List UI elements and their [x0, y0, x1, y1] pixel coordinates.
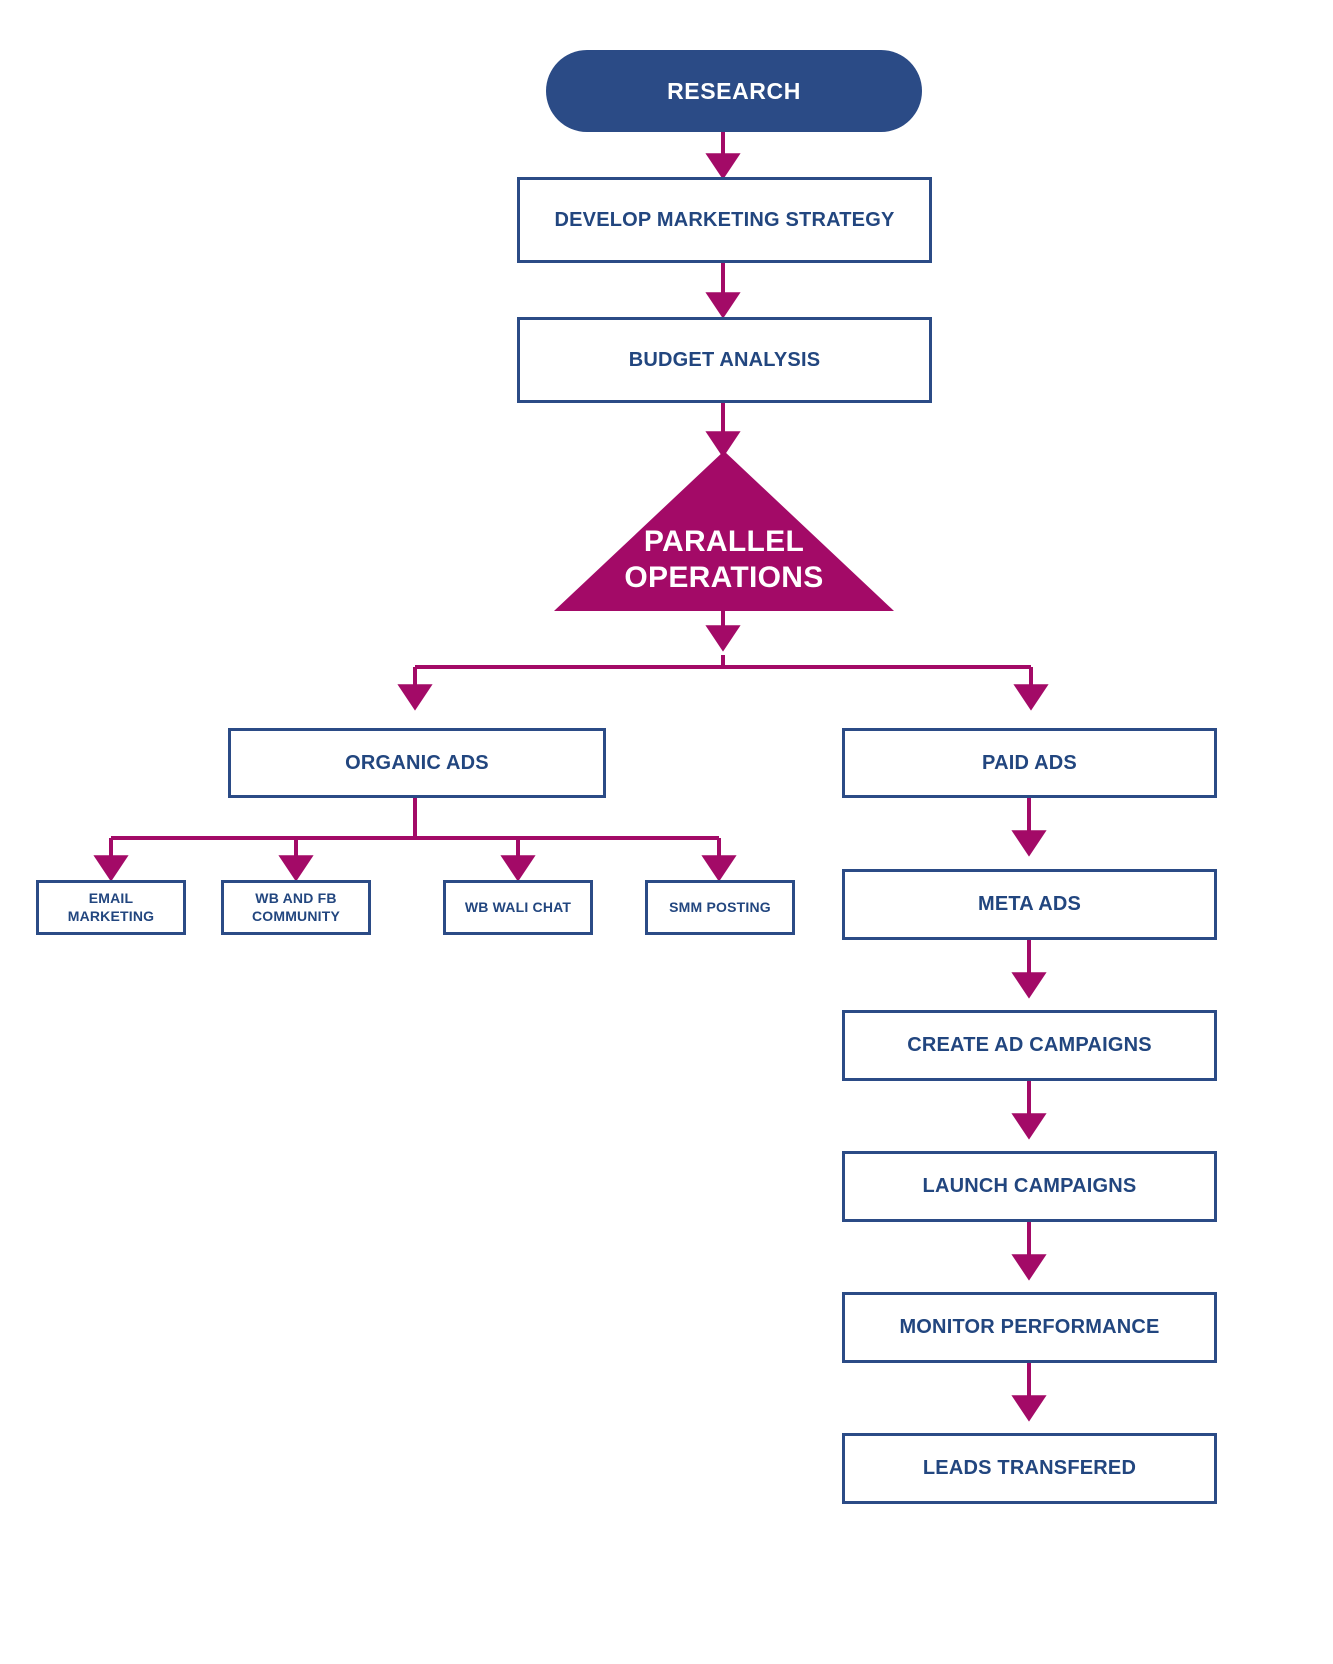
node-create-ad-campaigns[interactable]: CREATE AD CAMPAIGNS: [842, 1010, 1217, 1081]
node-parallel-operations-line2: OPERATIONS: [624, 560, 824, 594]
node-smm-posting-label: SMM POSTING: [669, 898, 771, 915]
node-meta-ads[interactable]: META ADS: [842, 869, 1217, 940]
node-wb-fb-community-line2: COMMUNITY: [251, 907, 341, 924]
node-budget-analysis-label: BUDGET ANALYSIS: [628, 348, 821, 371]
node-wb-fb-community-line1: WB AND FB: [255, 890, 337, 906]
node-smm-posting[interactable]: SMM POSTING: [645, 880, 795, 935]
node-budget-analysis[interactable]: BUDGET ANALYSIS: [517, 317, 932, 403]
node-develop-marketing-strategy[interactable]: DEVELOP MARKETING STRATEGY: [517, 177, 932, 263]
node-parallel-operations[interactable]: PARALLEL OPERATIONS: [554, 451, 894, 611]
node-organic-ads[interactable]: ORGANIC ADS: [228, 728, 606, 798]
node-email-marketing[interactable]: EMAIL MARKETING: [36, 880, 186, 935]
node-organic-ads-label: ORGANIC ADS: [345, 751, 489, 774]
node-create-ad-campaigns-label: CREATE AD CAMPAIGNS: [907, 1034, 1152, 1056]
node-paid-ads-label: PAID ADS: [982, 751, 1077, 774]
node-wb-fb-community[interactable]: WB AND FB COMMUNITY: [221, 880, 371, 935]
node-email-marketing-label: EMAIL MARKETING: [68, 890, 155, 925]
node-develop-marketing-strategy-label: DEVELOP MARKETING STRATEGY: [554, 208, 895, 231]
node-launch-campaigns[interactable]: LAUNCH CAMPAIGNS: [842, 1151, 1217, 1222]
node-monitor-performance-label: MONITOR PERFORMANCE: [899, 1316, 1160, 1338]
node-wb-wali-chat[interactable]: WB WALI CHAT: [443, 880, 593, 935]
node-wb-fb-community-label: WB AND FB COMMUNITY: [252, 890, 340, 925]
node-meta-ads-label: META ADS: [977, 893, 1082, 915]
node-parallel-operations-label: PARALLEL OPERATIONS: [624, 524, 823, 611]
node-email-marketing-line1: EMAIL: [88, 890, 134, 906]
node-leads-transfered-label: LEADS TRANSFERED: [922, 1457, 1137, 1479]
triangle-icon: [554, 451, 894, 611]
node-leads-transfered[interactable]: LEADS TRANSFERED: [842, 1433, 1217, 1504]
node-wb-wali-chat-label: WB WALI CHAT: [464, 898, 572, 915]
node-launch-campaigns-label: LAUNCH CAMPAIGNS: [922, 1175, 1137, 1197]
node-monitor-performance[interactable]: MONITOR PERFORMANCE: [842, 1292, 1217, 1363]
node-research-label: RESEARCH: [667, 77, 801, 104]
node-research[interactable]: RESEARCH: [546, 50, 922, 132]
node-paid-ads[interactable]: PAID ADS: [842, 728, 1217, 798]
node-email-marketing-line2: MARKETING: [67, 907, 155, 924]
node-parallel-operations-line1: PARALLEL: [643, 525, 805, 559]
